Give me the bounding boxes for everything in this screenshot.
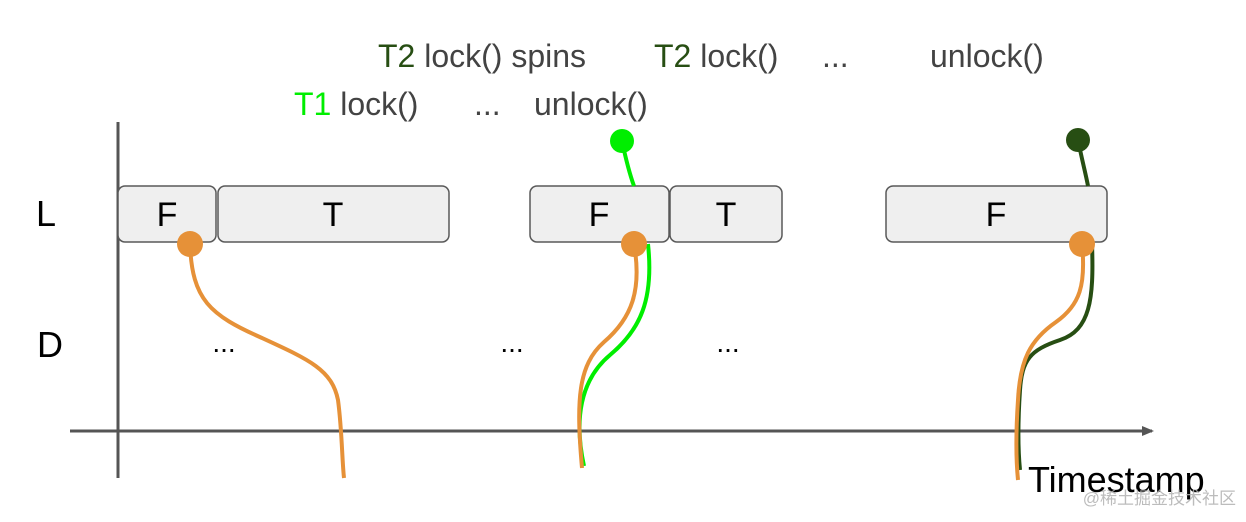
x-axis-label: Timestamp — [1028, 459, 1205, 500]
header-row2-unlock: unlock() — [534, 86, 648, 122]
header-row1-item-1: T2 lock() spins — [378, 38, 586, 74]
t1-pin-head — [610, 129, 634, 153]
header-row2-ellipsis: ... — [474, 86, 501, 122]
block-f-3: F — [885, 185, 1108, 243]
header-row1-unlock: unlock() — [930, 38, 1044, 74]
header-row2-item-1: T1 lock() — [294, 86, 418, 122]
orange-trace-3 — [1014, 243, 1086, 481]
block-label: F — [589, 196, 610, 234]
ellipsis-d-2: ... — [500, 327, 523, 358]
orange-trace-2 — [577, 243, 639, 469]
t2-prefix: T2 — [378, 38, 415, 74]
lock-spins-text: lock() spins — [415, 38, 586, 74]
t2-prefix: T2 — [654, 38, 691, 74]
block-f-2: F — [529, 185, 670, 243]
lock-text: lock() — [691, 38, 778, 74]
t1-trace — [577, 243, 652, 467]
watermark: @稀土掘金技术社区 — [1083, 489, 1236, 508]
block-f-1: F — [117, 185, 217, 243]
block-t-1: T — [217, 185, 450, 243]
header-row1-item-2: T2 lock() — [654, 38, 778, 74]
block-t-2: T — [669, 185, 783, 243]
block-label: T — [323, 196, 344, 234]
orange-dot-2 — [621, 231, 647, 257]
y-label-d: D — [37, 324, 63, 365]
block-label: F — [157, 196, 178, 234]
t2-pin-head — [1066, 128, 1090, 152]
lock-text: lock() — [331, 86, 418, 122]
y-label-l: L — [36, 193, 56, 234]
orange-trace-1 — [188, 243, 346, 479]
header-row1-ellipsis: ... — [822, 38, 849, 74]
orange-dot-1 — [177, 231, 203, 257]
ellipsis-d-3: ... — [716, 327, 739, 358]
orange-dot-3 — [1069, 231, 1095, 257]
t1-prefix: T1 — [294, 86, 331, 122]
block-label: F — [986, 196, 1007, 234]
block-label: T — [716, 196, 737, 234]
ellipsis-d-1: ... — [212, 327, 235, 358]
